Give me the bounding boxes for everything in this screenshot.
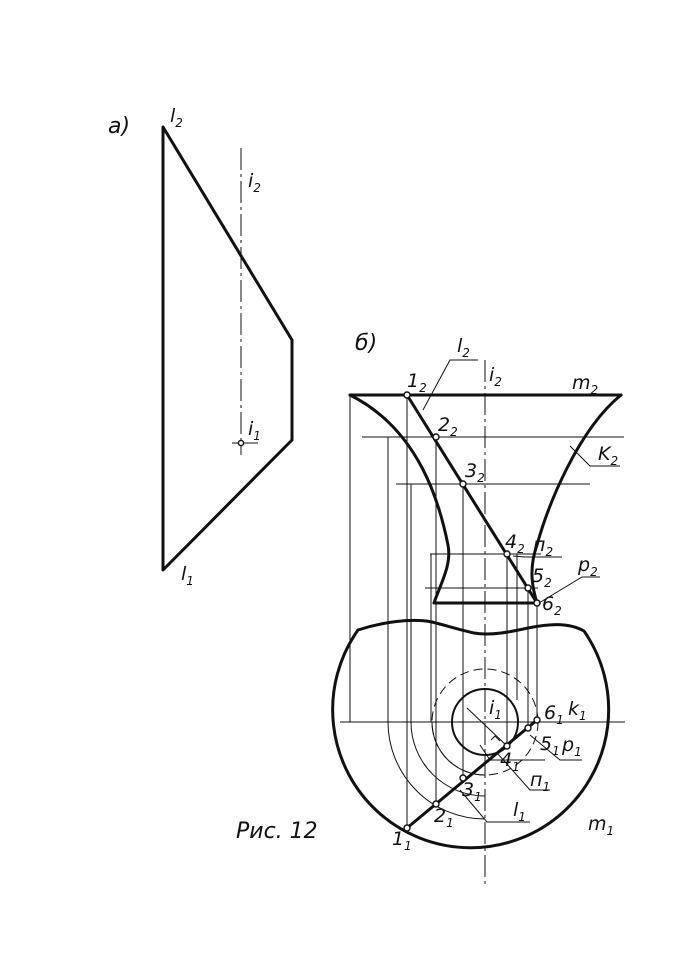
label-point-5-2: 52	[532, 565, 552, 590]
label-i2: i2	[489, 364, 502, 389]
label-point-2-2: 22	[438, 414, 458, 439]
label-point-4-1: 41	[500, 749, 520, 774]
leader-lines	[422, 359, 620, 823]
label-k1: k1	[568, 698, 587, 723]
label-i1: i1	[489, 697, 502, 722]
point-4-1	[503, 742, 511, 750]
label-K2: K2	[598, 443, 618, 468]
label-p2: p2	[577, 554, 598, 579]
panel-a: а) l2 l1 i2 i1	[108, 105, 294, 588]
perpendicular-line	[466, 707, 508, 747]
label-point-3-2: 32	[465, 460, 485, 485]
point-4-2	[503, 550, 511, 558]
point-1-2	[403, 391, 411, 399]
point-5-1	[524, 724, 532, 732]
generatrix-l1	[405, 718, 539, 830]
leader-l1	[459, 789, 530, 823]
point-1-1	[403, 824, 411, 832]
panel-a-label: а)	[108, 114, 130, 139]
panel-a-label-i2: i2	[248, 170, 261, 195]
arc-n1	[431, 721, 486, 776]
label-point-2-1: 21	[434, 805, 454, 830]
throat-circle-k1	[451, 688, 519, 756]
panel-a-label-l2: l2	[170, 105, 183, 130]
point-2-2	[432, 433, 440, 441]
point-5-2	[524, 584, 532, 592]
top-points	[403, 716, 541, 832]
label-point-3-1: 31	[462, 779, 482, 804]
leader-l2	[422, 359, 478, 411]
leader-K2	[569, 445, 620, 467]
panel-a-point-i1	[237, 439, 245, 447]
point-6-2	[533, 599, 541, 607]
panel-a-trapezoid	[161, 125, 294, 572]
leader-n1	[497, 753, 550, 791]
label-m2: m2	[572, 372, 598, 397]
label-point-1-2: 12	[407, 370, 427, 395]
point-3-2	[459, 480, 467, 488]
label-point-5-1: 51	[540, 733, 560, 758]
front-points	[403, 391, 541, 607]
label-p1: p1	[561, 734, 582, 759]
label-n2: п2	[533, 534, 553, 559]
leader-p1-b	[529, 734, 582, 761]
panel-b-label: б)	[355, 331, 377, 356]
label-m1: m1	[588, 813, 614, 838]
panel-a-label-i1: i1	[248, 418, 261, 443]
label-point-1-1: 11	[392, 828, 412, 853]
label-l2: l2	[457, 335, 470, 360]
leader-p1	[479, 744, 545, 761]
leader-n2	[512, 555, 562, 558]
leader-p2	[538, 576, 600, 604]
right-angle-mark	[490, 735, 501, 742]
right-contour-K2	[530, 393, 623, 605]
label-point-4-2: 42	[505, 531, 525, 556]
label-l1: l1	[513, 799, 526, 824]
arc-3	[410, 721, 486, 797]
panel-a-label-l1: l1	[181, 563, 194, 588]
label-n1: п1	[530, 769, 550, 794]
top-view	[331, 618, 625, 850]
arc-2	[387, 721, 486, 820]
label-point-6-2: 62	[542, 593, 562, 618]
point-2-1	[432, 800, 440, 808]
projection-lines	[349, 395, 538, 828]
point-6-1	[533, 716, 541, 724]
label-point-6-1: 61	[544, 702, 564, 727]
generatrix-l2	[405, 393, 539, 605]
point-3-1	[459, 774, 467, 782]
panel-b: б)	[331, 331, 625, 885]
figure-caption: Рис. 12	[236, 819, 318, 844]
left-contour	[348, 393, 451, 605]
outer-contour-m1	[331, 618, 611, 850]
